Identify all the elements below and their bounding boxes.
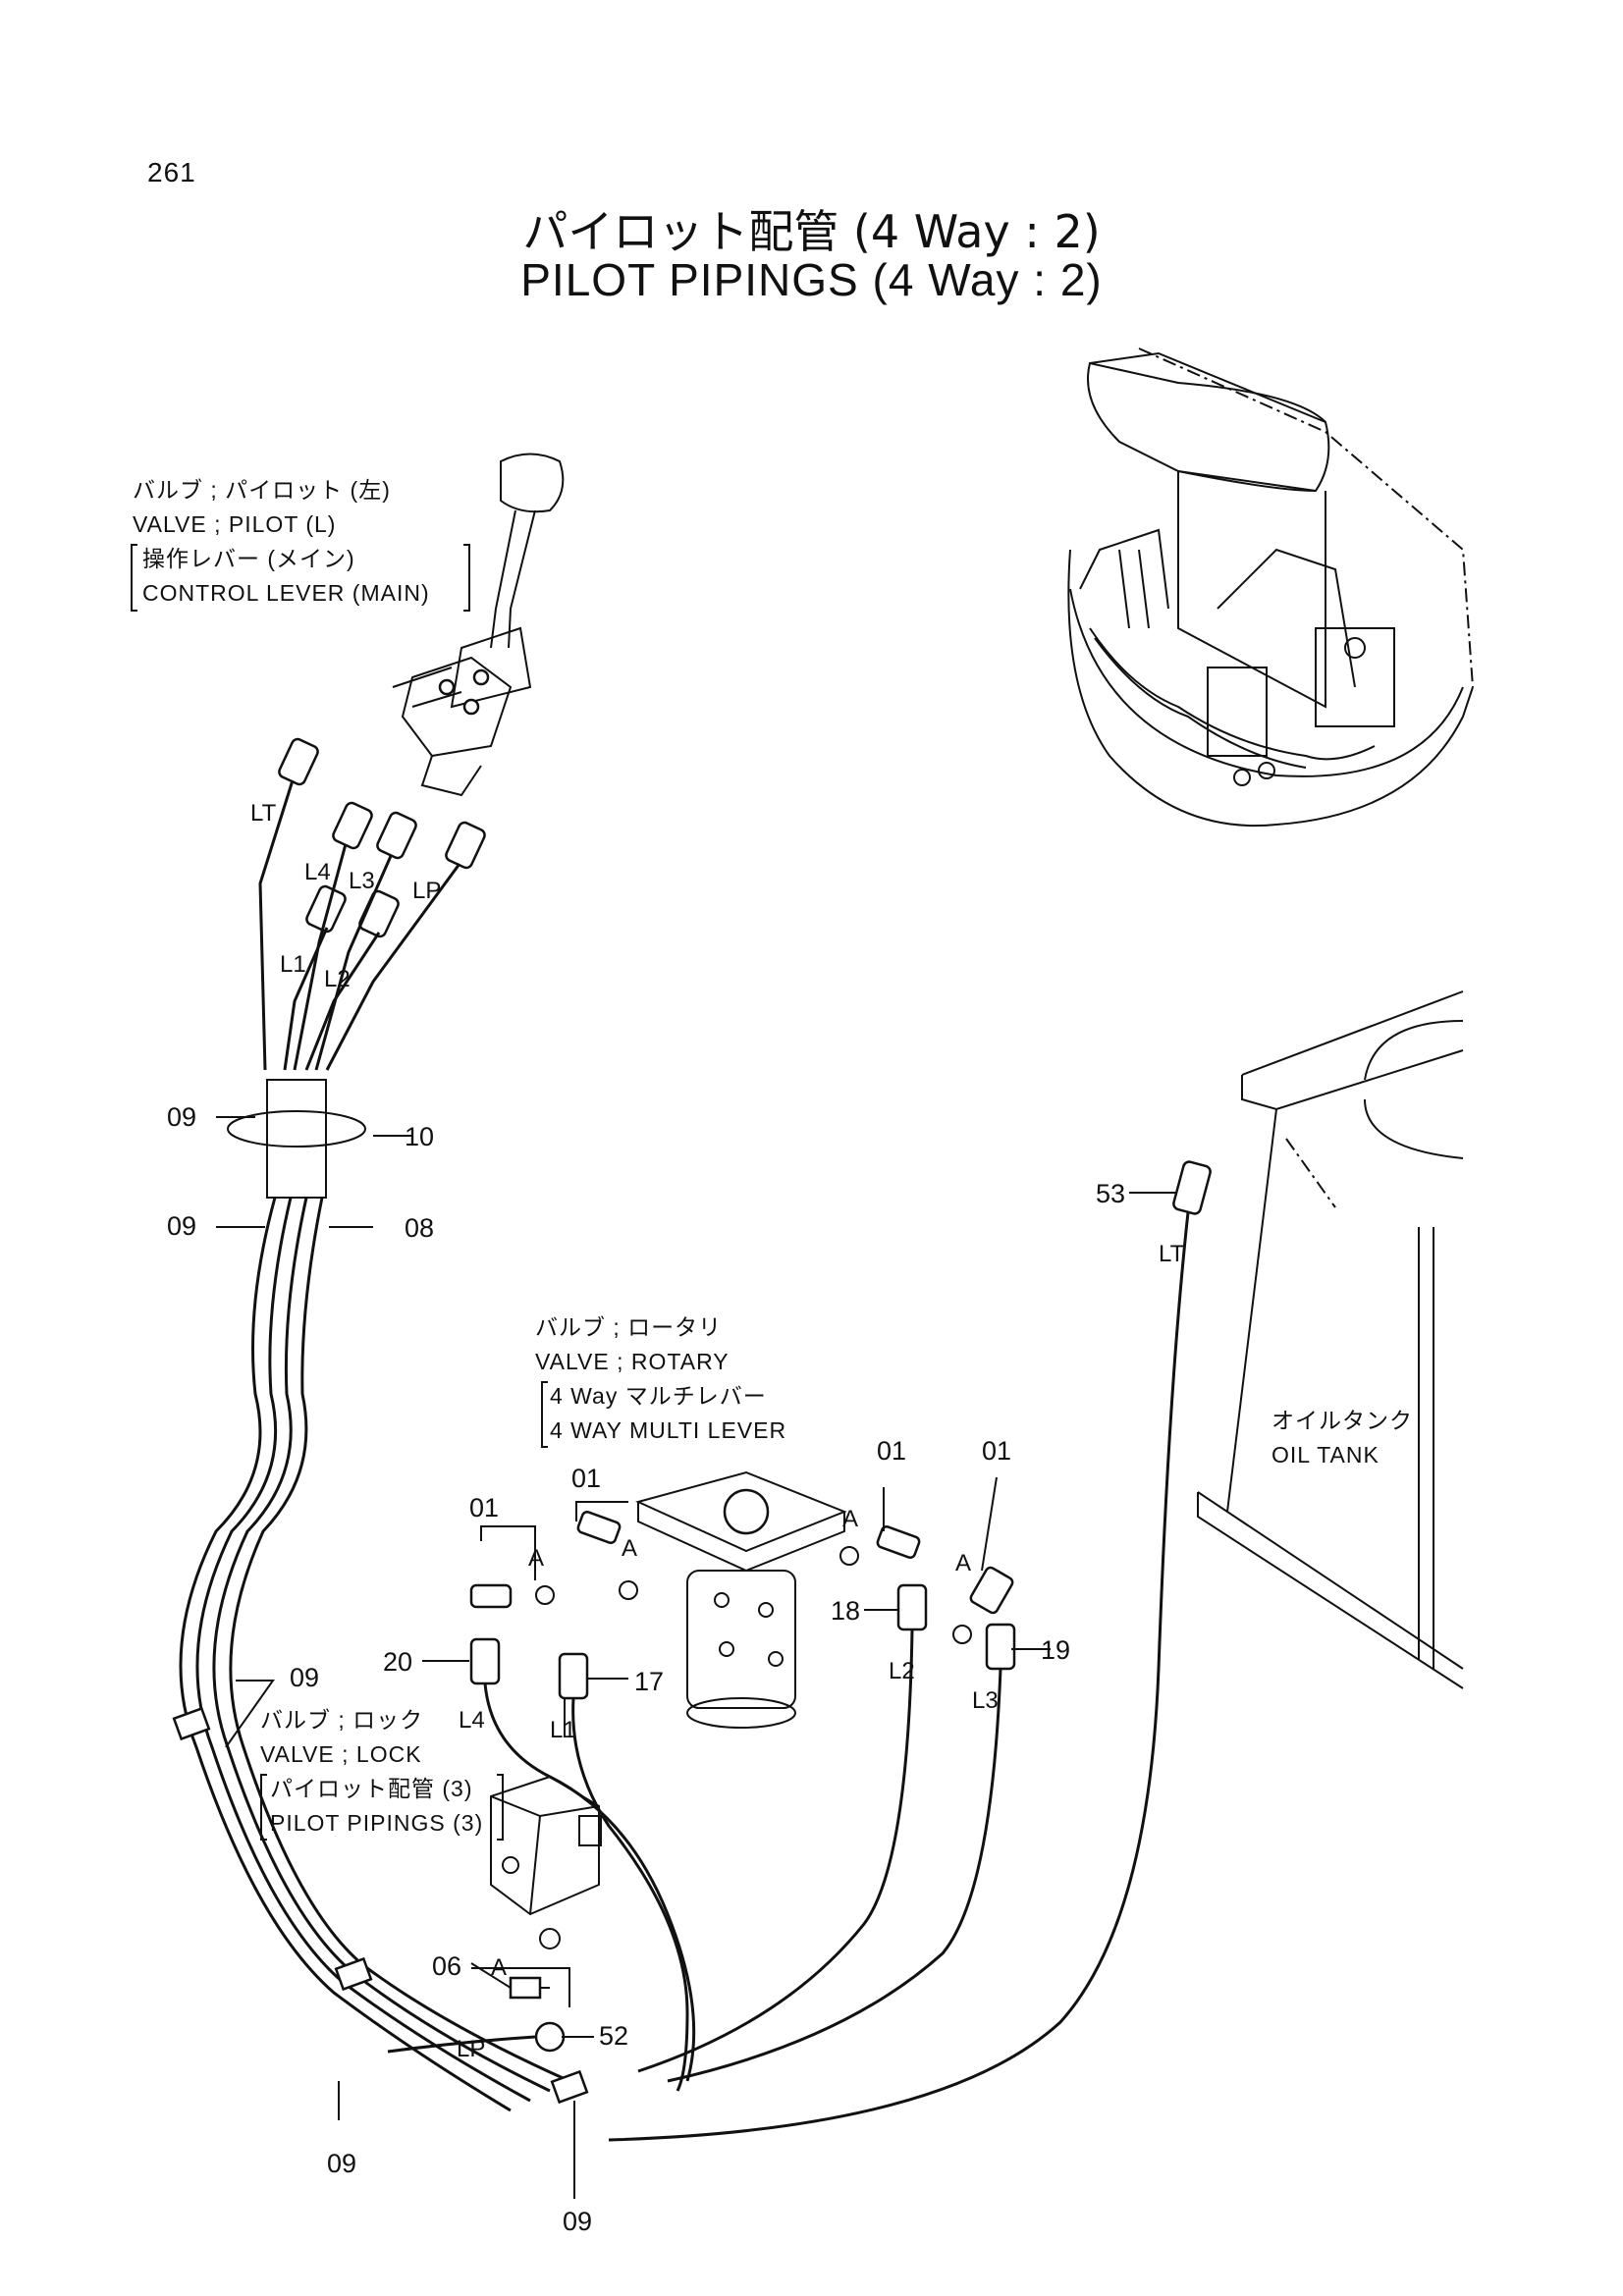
svg-text:VALVE ; PILOT (L): VALVE ; PILOT (L): [133, 511, 336, 537]
svg-text:09: 09: [563, 2207, 592, 2236]
svg-text:08: 08: [405, 1213, 434, 1243]
note-pilot-valve: バルブ ; パイロット (左) VALVE ; PILOT (L) 操作レバー …: [131, 477, 470, 612]
svg-text:LP: LP: [457, 2036, 485, 2062]
svg-text:バルブ ; ロック: バルブ ; ロック: [260, 1707, 423, 1733]
svg-text:LP: LP: [412, 878, 441, 904]
svg-text:01: 01: [982, 1436, 1011, 1466]
svg-text:09: 09: [290, 1663, 319, 1692]
svg-text:L4: L4: [459, 1707, 485, 1734]
svg-text:01: 01: [877, 1436, 906, 1466]
svg-text:L3: L3: [349, 868, 375, 894]
svg-text:53: 53: [1096, 1179, 1125, 1208]
note-rotary-valve: バルブ ; ロータリ VALVE ; ROTARY 4 Way マルチレバー 4…: [535, 1314, 786, 1448]
leader-lines: [216, 1116, 1176, 2199]
svg-text:VALVE ; ROTARY: VALVE ; ROTARY: [535, 1349, 730, 1374]
svg-text:OIL TANK: OIL TANK: [1271, 1442, 1380, 1468]
svg-text:L3: L3: [972, 1687, 999, 1714]
note-oil-tank: オイルタンク OIL TANK: [1271, 1408, 1413, 1468]
svg-text:4 WAY MULTI LEVER: 4 WAY MULTI LEVER: [550, 1417, 786, 1443]
title-english: PILOT PIPINGS (4 Way : 2): [520, 254, 1103, 305]
svg-text:4 Way マルチレバー: 4 Way マルチレバー: [550, 1383, 767, 1409]
port-marks: A A A A A: [491, 1506, 971, 1981]
svg-text:L2: L2: [324, 966, 351, 992]
svg-text:10: 10: [405, 1122, 434, 1151]
hose-fittings-upper: [278, 737, 486, 938]
svg-text:VALVE ; LOCK: VALVE ; LOCK: [260, 1741, 422, 1767]
lock-valve-illustration: [387, 1775, 602, 2054]
svg-text:18: 18: [831, 1596, 860, 1626]
rotary-pipes: [483, 1160, 1212, 2142]
svg-text:A: A: [491, 1954, 507, 1981]
svg-text:L1: L1: [550, 1717, 576, 1743]
svg-text:LT: LT: [1159, 1241, 1185, 1267]
svg-text:L4: L4: [304, 859, 331, 885]
svg-text:LT: LT: [250, 800, 277, 827]
svg-text:L2: L2: [889, 1658, 915, 1684]
page-number: 261: [147, 157, 196, 187]
svg-text:バルブ ; パイロット (左): バルブ ; パイロット (左): [133, 477, 391, 503]
rotary-valve-illustration: [635, 1470, 847, 1729]
svg-text:09: 09: [167, 1102, 196, 1132]
svg-text:17: 17: [634, 1667, 664, 1696]
title-japanese: パイロット配管 (4 Way : 2): [522, 205, 1101, 258]
svg-text:A: A: [955, 1550, 971, 1576]
svg-text:操作レバー (メイン): 操作レバー (メイン): [142, 546, 355, 571]
svg-text:オイルタンク: オイルタンク: [1271, 1408, 1413, 1433]
svg-text:L1: L1: [280, 951, 306, 978]
note-lock-valve: バルブ ; ロック VALVE ; LOCK パイロット配管 (3) PILOT…: [260, 1707, 504, 1841]
svg-text:06: 06: [432, 1951, 461, 1981]
svg-text:19: 19: [1041, 1635, 1070, 1665]
rotary-fittings: [469, 1510, 1016, 1700]
oil-tank-illustration: [1197, 990, 1464, 1689]
svg-text:52: 52: [599, 2021, 628, 2051]
svg-text:09: 09: [167, 1211, 196, 1241]
svg-text:01: 01: [469, 1493, 499, 1522]
svg-text:09: 09: [327, 2149, 356, 2178]
part-numbers: 09 10 09 08 53 01 01 01 01 18 20 17 19 0…: [167, 1102, 1125, 2236]
svg-text:A: A: [622, 1535, 637, 1562]
svg-text:01: 01: [571, 1464, 601, 1493]
svg-text:20: 20: [383, 1647, 412, 1677]
svg-text:PILOT PIPINGS (3): PILOT PIPINGS (3): [270, 1810, 483, 1836]
pipe-labels: LT L4 L3 LP L1 L2 L4 L1 L2 L3 LT LP: [250, 800, 1185, 2062]
cab-illustration: [1067, 347, 1474, 828]
control-lever-illustration: [392, 453, 565, 797]
svg-text:CONTROL LEVER (MAIN): CONTROL LEVER (MAIN): [142, 580, 430, 606]
svg-text:パイロット配管 (3): パイロット配管 (3): [270, 1776, 473, 1801]
svg-text:バルブ ; ロータリ: バルブ ; ロータリ: [535, 1314, 722, 1340]
svg-text:A: A: [842, 1506, 858, 1532]
svg-text:A: A: [528, 1545, 544, 1572]
hose-bundle: [172, 779, 589, 2112]
